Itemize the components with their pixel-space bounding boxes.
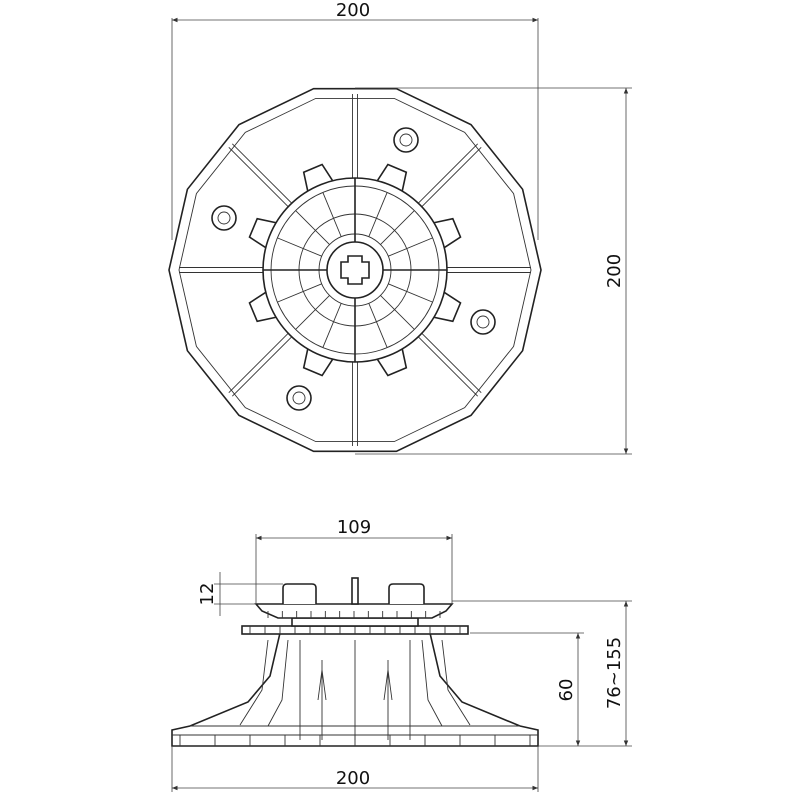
dimension-head-width: 109 bbox=[255, 517, 453, 604]
rib-line bbox=[417, 336, 479, 397]
screw-hole bbox=[393, 127, 419, 153]
rib-line bbox=[417, 143, 479, 204]
dimension-height-range: 76~155 bbox=[452, 600, 632, 747]
side-view: 109 12 60 76~155 200 bbox=[171, 517, 632, 792]
dimension-top-height: 200 bbox=[355, 87, 632, 455]
rib-line bbox=[421, 146, 482, 208]
screw-hole bbox=[286, 385, 312, 411]
top-height-label: 200 bbox=[604, 254, 625, 288]
top-view: 200 200 bbox=[168, 0, 632, 455]
height-range-label: 76~155 bbox=[604, 637, 625, 709]
head-lug-left bbox=[282, 583, 317, 604]
head-spoke bbox=[368, 303, 388, 348]
hub bbox=[326, 241, 384, 299]
head-spoke bbox=[368, 192, 388, 237]
lug-height-label: 12 bbox=[197, 583, 218, 606]
dimension-top-width: 200 bbox=[171, 0, 539, 240]
base-plate-inner-edge bbox=[178, 97, 532, 443]
screw-hole bbox=[470, 309, 496, 335]
head-spokes bbox=[263, 178, 447, 362]
base-height-label: 60 bbox=[556, 679, 577, 702]
head-spoke bbox=[388, 237, 433, 257]
head-spoke bbox=[380, 295, 415, 330]
head-spoke bbox=[277, 283, 322, 303]
dimension-base-width: 200 bbox=[171, 746, 539, 792]
rib-line bbox=[231, 336, 293, 397]
radial-ribs bbox=[179, 94, 531, 446]
screw-hole bbox=[211, 205, 237, 231]
dimension-lug-height: 12 bbox=[197, 572, 283, 616]
rib-line bbox=[421, 332, 482, 394]
flange-ticks bbox=[249, 626, 461, 634]
foot-ticks bbox=[179, 735, 531, 746]
dimension-base-height: 60 bbox=[470, 632, 584, 747]
head-spoke bbox=[322, 192, 342, 237]
head-spoke bbox=[295, 210, 330, 245]
head-lug-right bbox=[388, 583, 425, 604]
head-width-label: 109 bbox=[337, 517, 371, 538]
head-spoke bbox=[380, 210, 415, 245]
rib-line bbox=[228, 332, 289, 394]
head-spoke bbox=[388, 283, 433, 303]
center-pin bbox=[351, 577, 359, 605]
rib-line bbox=[228, 146, 289, 208]
head-ticks bbox=[267, 611, 441, 618]
top-width-label: 200 bbox=[336, 0, 370, 21]
head-lugs bbox=[248, 163, 462, 377]
threaded-collar bbox=[291, 617, 419, 627]
head-spoke bbox=[277, 237, 322, 257]
head-spoke bbox=[322, 303, 342, 348]
base-width-label: 200 bbox=[336, 768, 370, 789]
rib-line bbox=[231, 143, 293, 204]
hub-key-slot bbox=[340, 255, 370, 285]
head-spoke bbox=[295, 295, 330, 330]
